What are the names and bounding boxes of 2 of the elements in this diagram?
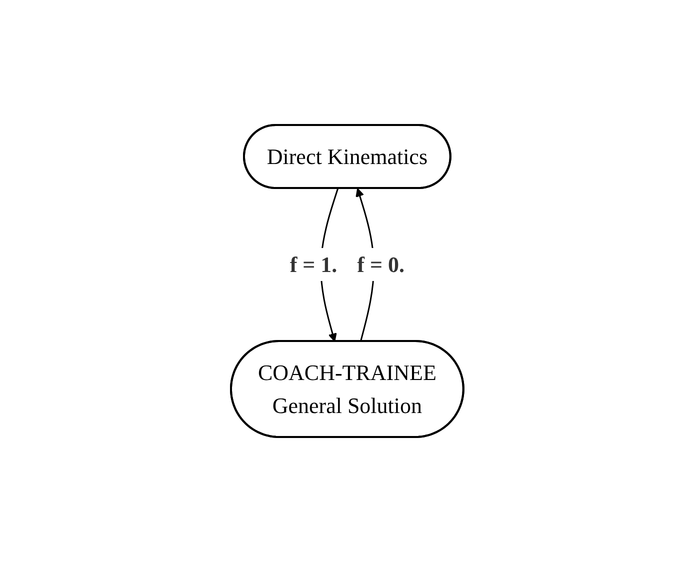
edge-label: f = 0. bbox=[358, 252, 405, 277]
edge-label: f = 1. bbox=[290, 252, 338, 278]
